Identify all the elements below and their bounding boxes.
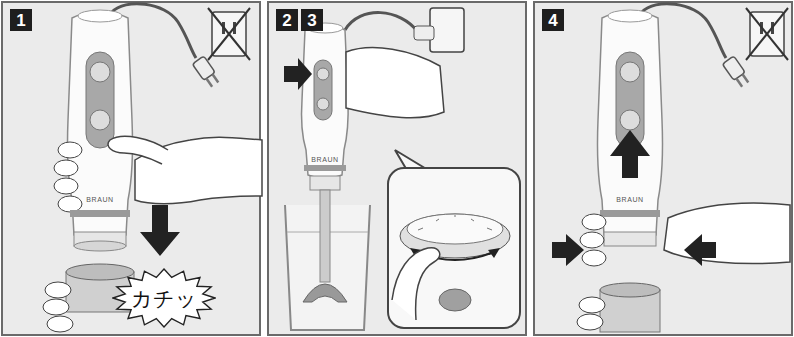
motor-body [598,11,663,240]
shaft-top [66,264,134,280]
plug-body [722,56,745,80]
press-arrow [284,58,312,90]
body-collar [604,232,656,246]
grey-band [600,210,660,217]
step-number: 1 [10,9,32,31]
thumb [108,136,168,164]
panel-frame [268,2,526,335]
power-button [439,289,471,311]
blade-bell [303,284,347,302]
plug-prong [735,78,743,88]
brand-label: BRAUN [612,196,648,203]
power-plug [192,56,221,89]
step-number: 4 [542,9,564,31]
power-button [620,110,640,130]
dial-face [407,214,503,244]
brand-label: BRAUN [82,196,118,203]
top-cap [608,10,652,22]
power-button [90,62,110,82]
motor-body [302,25,349,179]
wall-outlet [430,8,464,52]
step-number: 3 [301,9,323,31]
finger [58,142,82,158]
cross-mark [208,8,250,60]
finger [58,196,82,212]
plug-prong [742,74,750,84]
up-arrow [610,130,650,178]
plug-prong [212,74,220,84]
panel-frame [534,2,792,335]
top-cap [78,10,122,22]
arrow-head [488,248,500,258]
button-strip [314,60,332,120]
power-cord [345,13,418,32]
power-plug [722,56,751,89]
dial-tick [455,215,456,217]
squeeze-arrow [552,234,584,266]
cross-mark [746,8,788,60]
finger [54,160,78,176]
brand-label: BRAUN [309,156,341,163]
power-button [620,62,640,82]
finger [43,299,69,315]
node-text: 1 [16,12,25,29]
plug-body [192,56,215,80]
finger [577,314,603,330]
burst-shape [113,269,215,327]
squeeze-arrow [684,234,716,266]
finger [47,316,73,332]
dial-tick [487,228,492,230]
finger [582,250,606,266]
zoom-bubble [388,168,520,328]
finger [582,214,606,230]
dial-tick [471,219,474,221]
dial-tick [436,219,439,221]
node-text: カチッ [131,288,197,309]
shaft-top [600,283,660,297]
finger [45,282,71,298]
cross-mark [746,8,788,60]
thumb [392,248,440,320]
hand [664,203,790,263]
node-text: 4 [548,12,557,29]
finger [580,232,604,248]
plug-prong [205,78,213,88]
cross-mark [208,8,250,60]
body-collar [310,176,340,190]
step-number: 2 [276,9,298,31]
click-burst: カチッ [112,268,216,328]
speed-dial [400,214,510,258]
power-plug [414,26,434,40]
node-text: 2 [282,12,291,29]
power-button [317,68,329,80]
finger [54,178,78,194]
hand [346,48,444,118]
dial-tick [418,228,423,230]
grey-band [70,210,130,217]
down-arrow [140,205,180,256]
power-button [317,98,329,110]
collar-rim [74,241,126,251]
finger [579,297,605,313]
grey-band [304,165,346,171]
blending-shaft [320,190,330,282]
power-button [90,110,110,130]
node-text: 3 [307,12,316,29]
button-strip [86,52,114,148]
